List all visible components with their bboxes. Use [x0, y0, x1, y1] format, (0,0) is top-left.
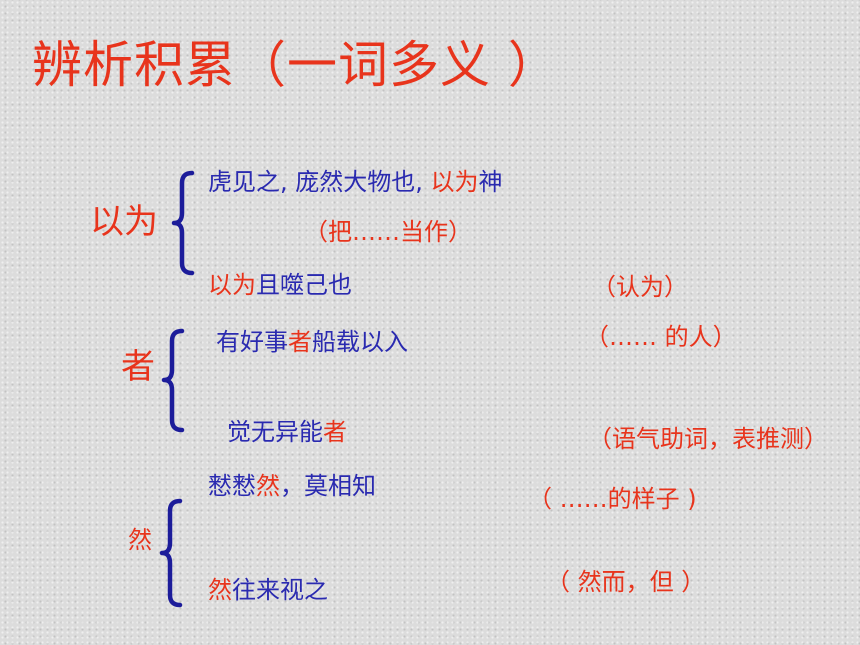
headword-ran: 然: [128, 526, 152, 554]
sentence-headword: 以为: [430, 168, 479, 196]
brace-yiwei: [171, 170, 195, 276]
sentence-headword: 者: [323, 418, 347, 446]
brace-ran: [159, 498, 183, 608]
sentence-zhe-2: 觉无异能者: [227, 420, 347, 444]
gloss-zhe-2: （语气助词，表推测）: [588, 425, 828, 453]
sentence-post: 船载以入: [312, 328, 408, 356]
sentence-pre: 觉无异能: [227, 418, 323, 446]
gloss-yiwei-2: （认为）: [592, 273, 688, 301]
sentence-post: 往来视之: [232, 576, 328, 604]
gloss-yiwei-1: （把……当作）: [304, 218, 472, 246]
gloss-zhe-1: （…… 的人）: [585, 323, 737, 351]
sentence-post: 神: [478, 168, 503, 196]
sentence-pre: 慭慭: [208, 472, 256, 500]
sentence-headword: 然: [256, 472, 280, 500]
sentence-zhe-1: 有好事者船载以入: [216, 330, 408, 354]
sentence-ran-2: 然往来视之: [208, 578, 328, 602]
sentence-headword: 者: [288, 328, 312, 356]
sentence-headword: 然: [208, 576, 232, 604]
gloss-ran-1: （ ……的样子 ): [528, 485, 697, 513]
slide-title: 辨析积累（一词多义 ）: [32, 36, 559, 94]
sentence-yiwei-2: 以为且噬己也: [208, 273, 352, 297]
sentence-pre: 虎见之, 庞然大物也,: [208, 168, 431, 196]
headword-yiwei: 以为: [90, 202, 158, 242]
sentence-ran-1: 慭慭然，莫相知: [208, 474, 376, 498]
brace-zhe: [161, 328, 185, 433]
headword-zhe: 者: [121, 347, 155, 387]
gloss-ran-2: （ 然而，但 ）: [546, 568, 706, 596]
sentence-post: 且噬己也: [256, 271, 352, 299]
sentence-headword: 以为: [208, 271, 256, 299]
sentence-yiwei-1: 虎见之, 庞然大物也, 以为神: [208, 170, 503, 194]
sentence-post: ，莫相知: [280, 472, 376, 500]
sentence-pre: 有好事: [216, 328, 288, 356]
